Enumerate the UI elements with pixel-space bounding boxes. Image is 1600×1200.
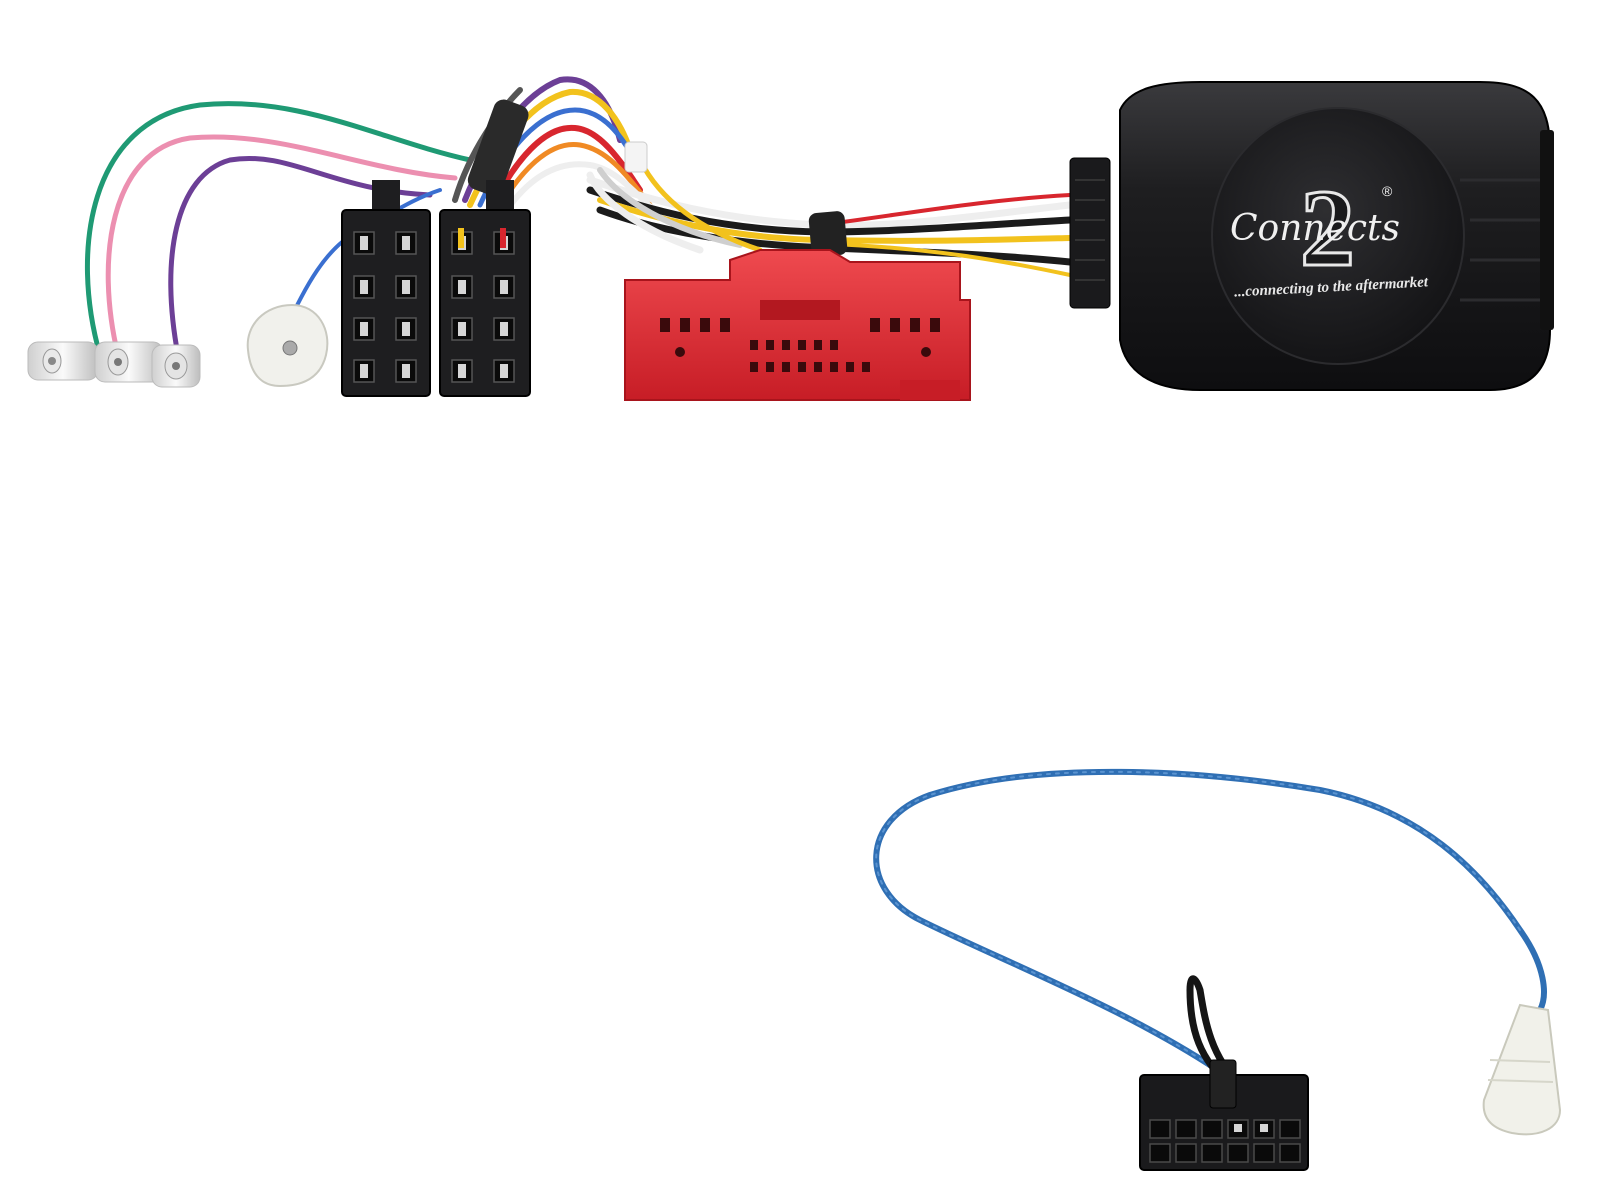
antenna-plug-icon [246,303,329,388]
brand-logo-lettering: Connects [1230,208,1400,249]
terminal-2 [94,341,164,383]
iso-connector-right [439,180,531,397]
terminal-1 [27,341,99,381]
antenna-plug-icon [1482,1003,1562,1136]
terminal-3 [151,344,201,388]
vehicle-harness-connector-icon [624,249,971,401]
brand-logo-number: 2 [1300,167,1355,289]
wire-bundle [84,76,1074,358]
spade-terminal-icon [27,341,201,388]
iso-connector-left [341,180,431,397]
registered-mark: ® [1382,183,1393,199]
interface-module-icon: 2 Connects ® ...connecting to the afterm… [1069,81,1554,391]
multi-pin-plug-icon [1139,1059,1309,1171]
iso-connector-icon [341,180,531,397]
patch-lead [873,768,1547,1089]
